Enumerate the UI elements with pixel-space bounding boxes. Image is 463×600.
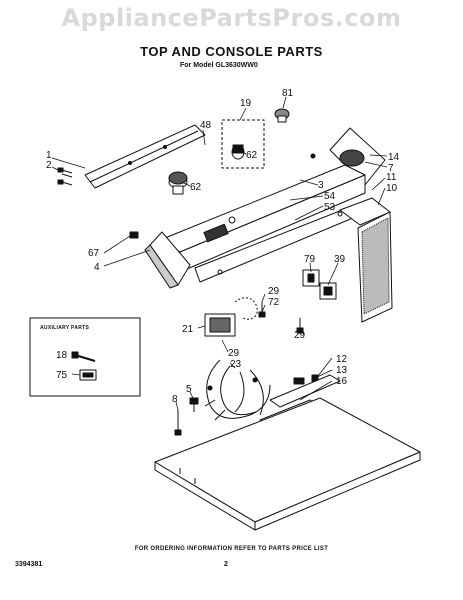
callout-16: 16 — [336, 376, 348, 387]
side-panel-part — [357, 211, 393, 323]
callout-81: 81 — [282, 88, 294, 99]
callout-62-left: 62 — [190, 182, 202, 193]
small-part-8 — [174, 410, 182, 436]
callout-29-right: 29 — [294, 330, 306, 341]
left-end-cap-part — [129, 231, 191, 289]
callout-leader-lines — [51, 96, 388, 411]
clip-part — [189, 397, 199, 412]
switch-part — [302, 269, 337, 300]
callout-3: 3 — [318, 180, 324, 191]
rear-bracket-part — [84, 124, 206, 189]
diagram-title: TOP AND CONSOLE PARTS — [140, 44, 323, 59]
callout-21: 21 — [182, 324, 194, 335]
document-number: 3394381 — [15, 561, 43, 568]
screw-part — [258, 302, 304, 334]
callout-2: 2 — [46, 160, 52, 171]
callout-labels: 81 19 48 1 2 62 62 14 7 3 54 53 11 10 67… — [46, 88, 400, 405]
callout-79: 79 — [304, 254, 316, 265]
callout-39: 39 — [334, 254, 346, 265]
auxiliary-parts-label: AUXILIARY PARTS — [40, 325, 90, 331]
callout-23: 23 — [230, 359, 242, 370]
callout-48: 48 — [200, 120, 212, 131]
site-watermark: AppliancePartsPros.com — [61, 4, 402, 32]
callout-19: 19 — [240, 98, 252, 109]
callout-53: 53 — [324, 202, 336, 213]
model-subtitle: For Model GL3630WW0 — [180, 62, 258, 69]
callout-1: 1 — [46, 150, 52, 161]
callout-29-mid: 29 — [228, 348, 240, 359]
detail-box-19 — [221, 119, 265, 169]
plug-part-81 — [274, 108, 290, 123]
callout-13: 13 — [336, 365, 348, 376]
end-cap-part — [310, 127, 386, 186]
timer-part — [204, 297, 258, 337]
page-number: 2 — [224, 561, 228, 568]
callout-8: 8 — [172, 394, 178, 405]
callout-7: 7 — [388, 163, 394, 174]
knob-part — [168, 171, 188, 195]
callout-14: 14 — [388, 152, 400, 163]
callout-11: 11 — [386, 172, 397, 183]
callout-12: 12 — [336, 354, 348, 365]
callout-5: 5 — [186, 384, 192, 395]
callout-18: 18 — [56, 350, 68, 361]
cabinet-top-part — [154, 397, 421, 531]
callout-75: 75 — [56, 370, 68, 381]
callout-67: 67 — [88, 248, 100, 259]
callout-72: 72 — [268, 297, 280, 308]
screw-part — [57, 167, 73, 186]
callout-10: 10 — [386, 183, 398, 194]
wiring-harness-part — [204, 359, 271, 421]
callout-4: 4 — [94, 262, 100, 273]
ordering-info-note: FOR ORDERING INFORMATION REFER TO PARTS … — [134, 546, 329, 552]
callout-29-top: 29 — [268, 286, 280, 297]
callout-54: 54 — [324, 191, 336, 202]
callout-62-right: 62 — [246, 150, 258, 161]
